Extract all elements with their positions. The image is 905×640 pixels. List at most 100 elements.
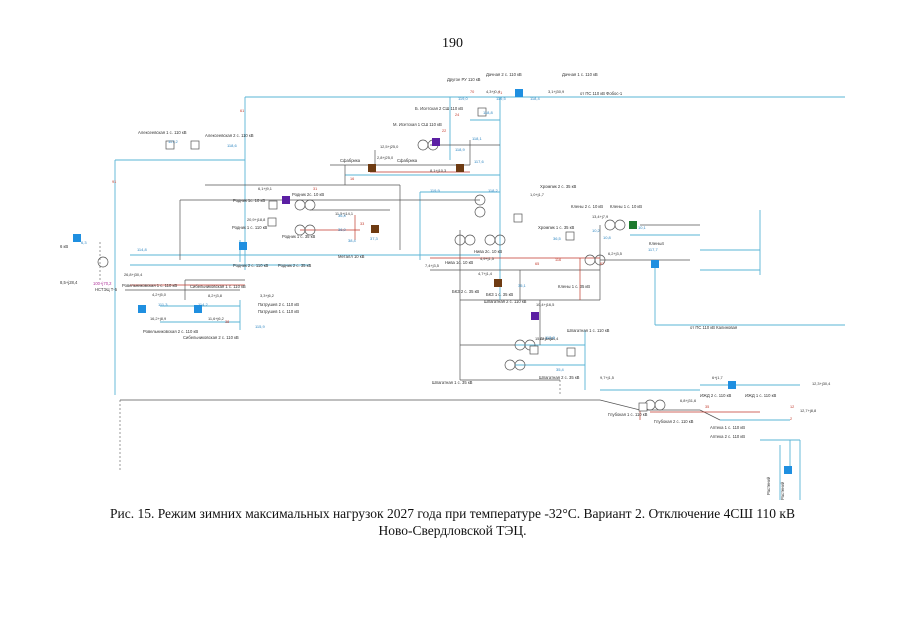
label-sibel2: Сибельниковская 2 с. 110 кВ	[183, 335, 239, 340]
voltage-value: 118,2	[488, 188, 498, 193]
voltage-value: 117,7	[648, 247, 658, 252]
label-right-line: от ПС 110 кВ Калиновая	[690, 325, 737, 330]
label-dacha2: Дачная 2 с. 110 кВ	[486, 72, 522, 77]
transformer-winding	[464, 234, 476, 246]
label-top-line: от ПС 110 кВ Фобос-1	[580, 91, 623, 96]
diagram-labels: от ПС 110 кВ Фобос-1 от ПС 110 кВ Калинов…	[60, 72, 831, 500]
label-fabr1: Сфабрика	[340, 158, 361, 163]
power-flow: 6,8+j31,6	[680, 398, 696, 403]
power-flow: 4,9+j1,5	[480, 256, 494, 261]
line-segment	[599, 399, 641, 411]
label-alekseev1: Алексеевская 1 с. 110 кВ	[138, 130, 187, 135]
caption-line-2: Ново-Свердловской ТЭЦ.	[378, 523, 527, 538]
branch-index: 35	[705, 405, 709, 409]
label-bk1: БКЗ 1 с. 35 кВ	[486, 292, 513, 297]
substation-node	[432, 138, 440, 146]
label-bus-6kv: 6 кВ	[60, 244, 68, 249]
line-segment	[699, 409, 721, 421]
power-flow: 15,0+j14,8	[535, 336, 553, 341]
voltage-value: 118,6	[227, 143, 237, 148]
transformer-winding	[484, 234, 496, 246]
power-flow: 7,4+j3,5	[425, 263, 439, 268]
power-flow: 20,9+j18,8	[247, 217, 265, 222]
power-flow: 9,7+j1,5	[600, 375, 614, 380]
label-shpag2: Шпагатная 2 с. 110 кВ	[484, 299, 527, 304]
voltage-value: 111,3	[158, 302, 168, 307]
voltage-value: 118,9	[455, 147, 465, 152]
label-metal: Металл 10 кВ	[338, 254, 365, 259]
power-flow: 4,7+j1,4	[478, 271, 493, 276]
voltage-value: 10,2	[592, 228, 601, 233]
transmission-lines	[97, 96, 845, 500]
voltage-value: 6,3	[81, 240, 87, 245]
branch-index: 33	[360, 222, 364, 226]
substation-node	[371, 225, 379, 233]
power-flow: 4,2+j5,0	[152, 292, 167, 297]
label-rodnik2: Родник 2с. 10 кВ	[292, 192, 324, 197]
branch-index: 91	[112, 180, 116, 184]
branch-index: 67	[600, 262, 604, 266]
label-rodnik1: Родник 1с. 10 кВ	[233, 198, 265, 203]
voltage-value: 37,3	[370, 236, 379, 241]
transformer-winding	[584, 254, 596, 266]
label-rodnik35-1: Родник 1 с. 35 кВ	[282, 234, 316, 239]
label-klen2: Клены 2 с. 10 кВ	[571, 204, 603, 209]
voltage-value: 38,4	[348, 238, 357, 243]
breaker-icon	[638, 402, 648, 412]
label-bk2: БКЗ 2 с. 35 кВ	[452, 289, 479, 294]
breaker-icon	[529, 345, 539, 355]
branch-index: 24	[455, 113, 459, 117]
label-ivg2: ИЖД 2 с. 110 кВ	[700, 393, 731, 398]
label-klen4: Клены4	[649, 241, 665, 246]
branch-index: 2	[790, 417, 792, 421]
power-flow: 10,4+j16,5	[536, 302, 554, 307]
transformer-winding	[294, 199, 306, 211]
power-flow: 13,4+j7,9	[592, 214, 608, 219]
label-rodnik35-2: Родник 2 с. 35 кВ	[278, 263, 312, 268]
voltage-value: 114,8	[137, 247, 147, 252]
substation-node	[531, 312, 539, 320]
branch-index: 61	[240, 109, 244, 113]
substation-node	[728, 381, 736, 389]
voltage-value: 118,4	[530, 96, 540, 101]
power-flow: 2,8+j25,0	[377, 155, 394, 160]
breaker-icon	[268, 200, 278, 210]
label-klen3: Клены 1 с. 10 кВ	[610, 204, 642, 209]
label-glub1: Глубокая 1 с. 110 кВ	[608, 412, 648, 417]
label-glub2: Глубокая 2 с. 110 кВ	[654, 419, 694, 424]
label-lamp2: Нива 2с. 10 кВ	[474, 249, 502, 254]
transformer-winding	[514, 359, 526, 371]
substation-node	[368, 164, 376, 172]
power-flow: 8,1+j10,3	[430, 168, 446, 173]
label-shpag1: Шпагатная 1 с. 110 кВ	[567, 328, 610, 333]
label-apt1: Аптека 1 с. 110 кВ	[710, 425, 745, 430]
transformer-winding	[417, 139, 429, 151]
label-dacha1: Дачная 1 с. 110 кВ	[562, 72, 598, 77]
power-flow: 6,1+j9,1	[258, 186, 272, 191]
label-rodnik110-2: Родник 2 с. 110 кВ	[233, 263, 269, 268]
power-flow: 12,3+j30,4	[812, 381, 831, 386]
label-isetsk1: М. Исетская 1 СШ 110 кВ	[393, 122, 442, 127]
transformer-winding	[304, 199, 316, 211]
power-flow: 11,5+j14,1	[335, 211, 353, 216]
label-apt2: Аптека 2 с. 110 кВ	[710, 434, 745, 439]
transformer-winding	[474, 206, 486, 218]
figure-caption: Рис. 15. Режим зимних максимальных нагру…	[40, 505, 865, 539]
branch-index: 22	[442, 129, 446, 133]
power-flow: 26,8+j30,4	[124, 272, 143, 277]
branch-index: 38	[225, 320, 229, 324]
substation-nodes	[73, 89, 792, 474]
breaker-icon	[565, 231, 575, 241]
power-flow: 11,6+j6,2	[208, 316, 224, 321]
label-shpag35: Шпагатная 1 с. 35 кВ	[432, 380, 473, 385]
label-ivg1: ИЖД 1 с. 110 кВ	[745, 393, 776, 398]
label-tets-load: 8,5+j28,4	[60, 280, 78, 285]
branch-index: 116	[555, 258, 561, 262]
voltage-value: 10,1	[638, 225, 647, 230]
label-klen1: Клены 1 с. 35 кВ	[558, 284, 590, 289]
voltage-value: 35,1	[518, 283, 527, 288]
power-flow: 1,0+j1,7	[530, 192, 544, 197]
voltage-value: 36,4	[338, 213, 347, 218]
voltage-value: 113,8	[545, 335, 555, 340]
label-shpag-b: Шпагатная 2 с. 35 кВ	[539, 375, 580, 380]
